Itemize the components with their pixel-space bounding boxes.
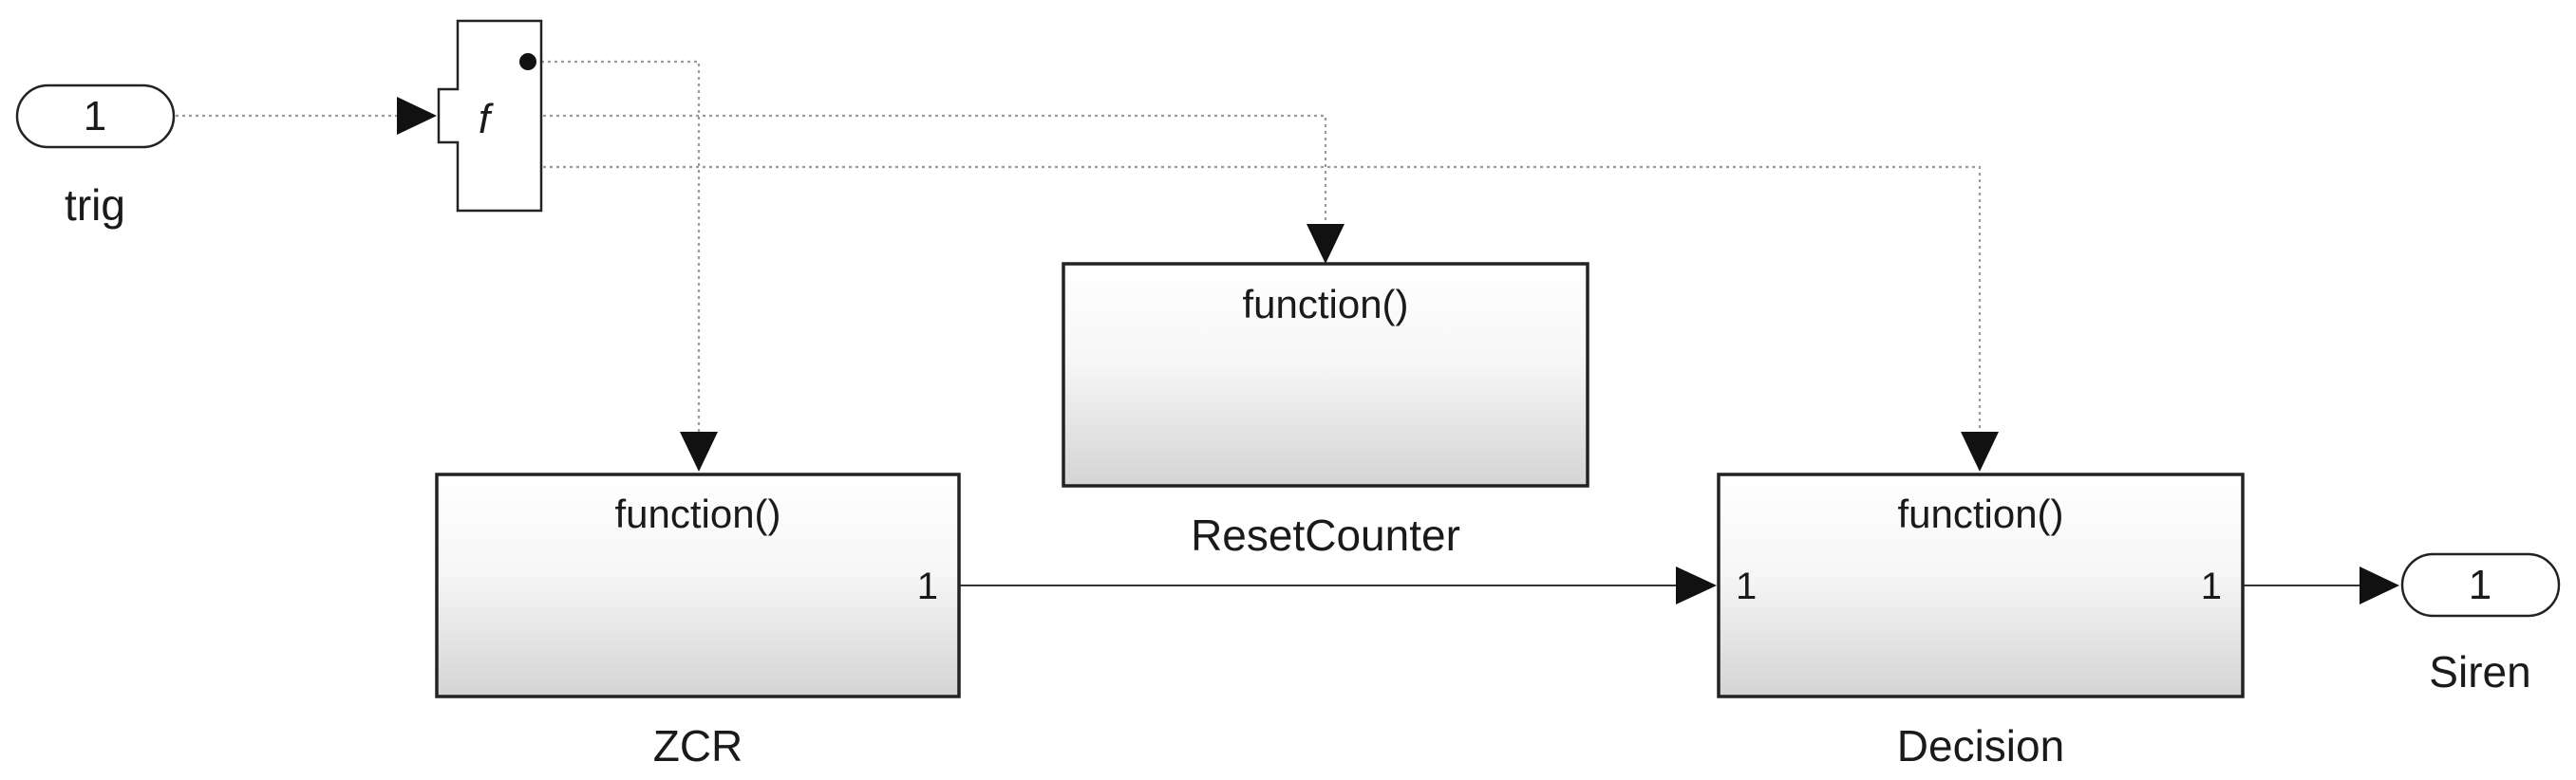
call-line-decision[interactable] — [543, 165, 1982, 432]
zcr-output-port-label: 1 — [917, 566, 938, 607]
call-line-zcr[interactable] — [528, 60, 701, 432]
outport-name: Siren — [2429, 647, 2530, 696]
call-line-reset-counter[interactable] — [543, 114, 1327, 224]
output-port-dot-icon — [519, 53, 536, 70]
decision-name: Decision — [1897, 721, 2064, 771]
outport-shape[interactable] — [2400, 552, 2561, 618]
reset-counter-title: function() — [1242, 282, 1408, 326]
call-arrowhead-zcr-icon — [680, 432, 718, 472]
inport-trig[interactable]: 1 trig — [15, 84, 176, 230]
inport-shape[interactable] — [15, 84, 176, 149]
decision-box[interactable] — [1717, 473, 2245, 698]
reset-counter-name: ResetCounter — [1191, 511, 1460, 560]
decision-input-arrowhead-icon — [1676, 566, 1717, 604]
call-arrowhead-reset-counter-icon — [1307, 224, 1344, 264]
block-reset-counter[interactable]: function() ResetCounter — [1062, 262, 1589, 560]
zcr-name: ZCR — [653, 721, 743, 771]
inport-name: trig — [65, 180, 125, 230]
function-call-generator[interactable]: f — [437, 19, 543, 213]
decision-input-port-label: 1 — [1736, 566, 1757, 607]
function-generator-shape[interactable] — [437, 19, 543, 213]
siren-arrowhead-icon — [2360, 566, 2399, 604]
block-decision[interactable]: function() 1 1 Decision — [1717, 473, 2245, 771]
call-arrowhead-decision-icon — [1961, 432, 1999, 472]
inport-number: 1 — [84, 93, 106, 139]
decision-title: function() — [1897, 492, 2063, 536]
reset-counter-box[interactable] — [1062, 262, 1589, 488]
outport-number: 1 — [2469, 562, 2491, 608]
zcr-box[interactable] — [435, 473, 961, 698]
outport-siren[interactable]: 1 Siren — [2400, 552, 2561, 696]
zcr-title: function() — [614, 492, 780, 536]
decision-output-port-label: 1 — [2201, 566, 2222, 607]
trigger-arrowhead-icon — [397, 97, 437, 135]
block-zcr[interactable]: function() 1 ZCR — [435, 473, 961, 771]
